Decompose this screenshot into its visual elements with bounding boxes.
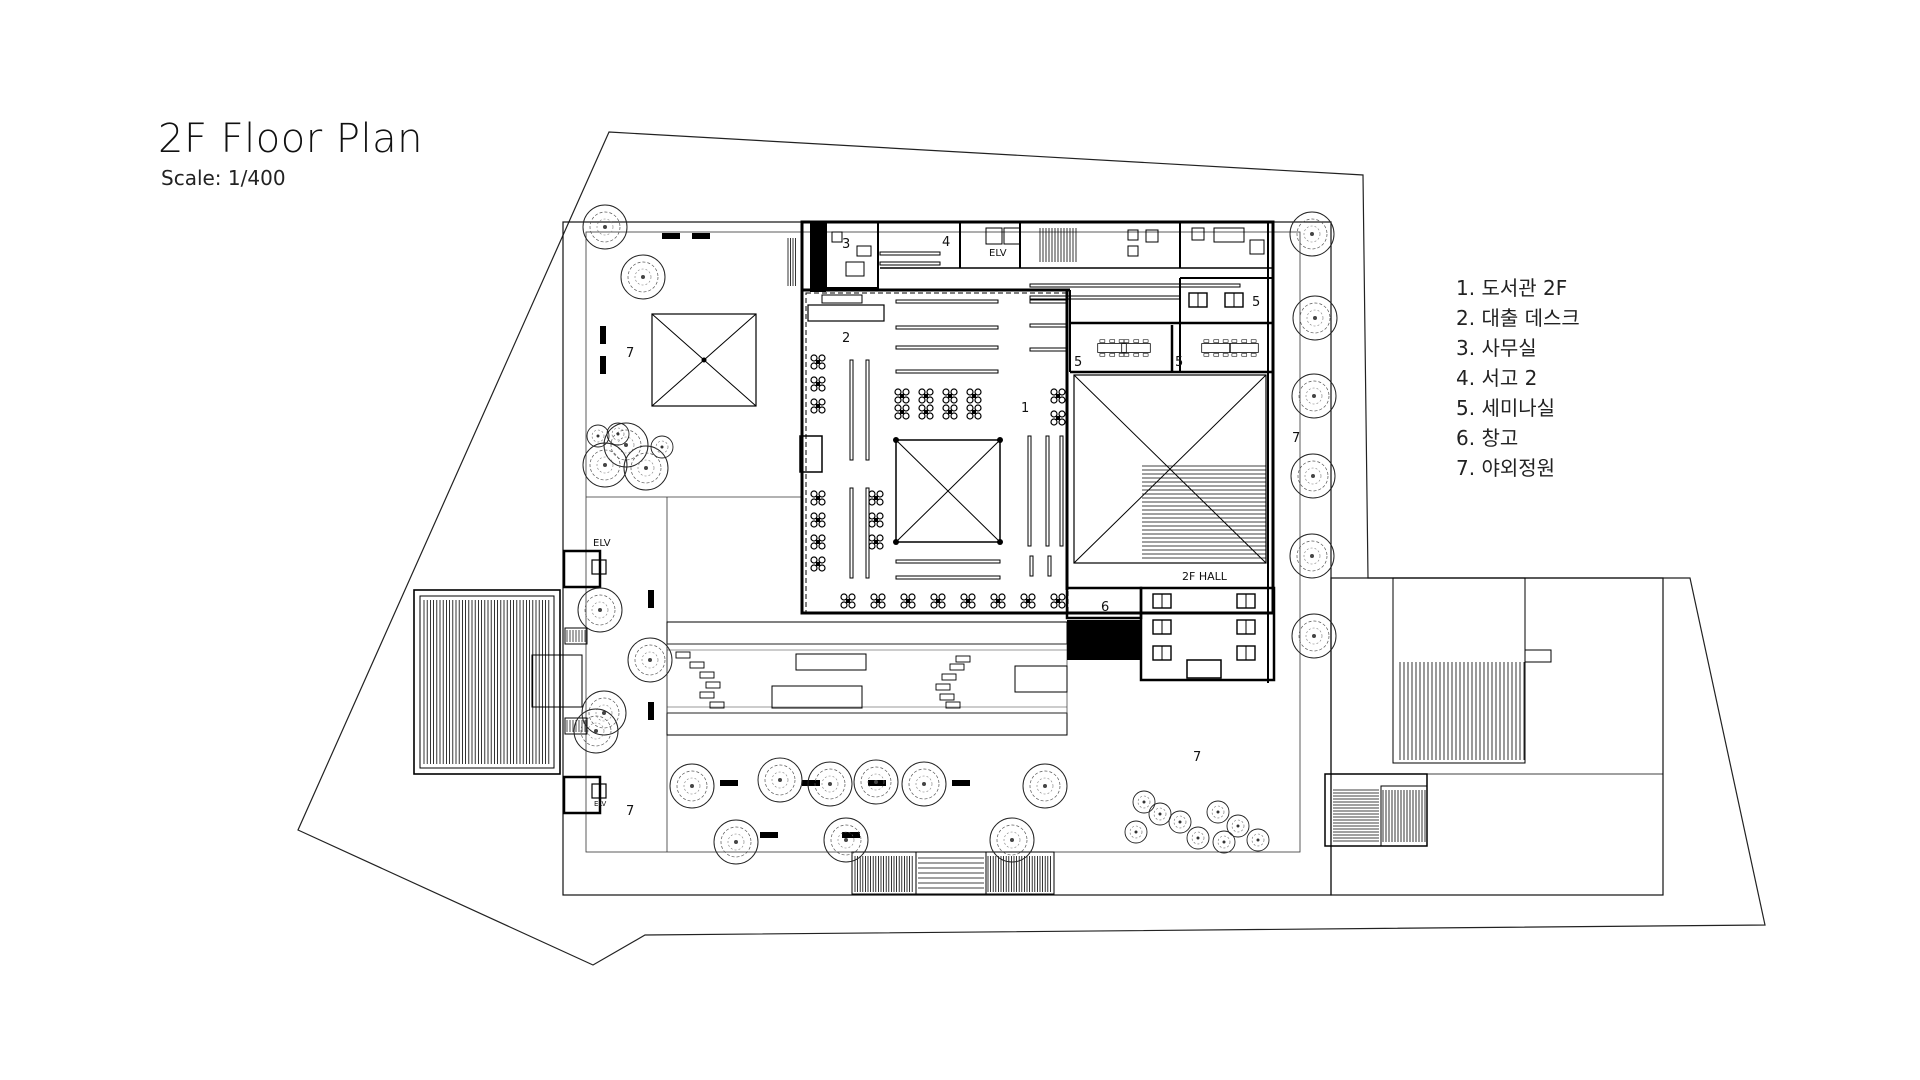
legend-item-library: 1. 도서관 2F: [1456, 276, 1568, 300]
label-seminar-c: 5: [1175, 355, 1183, 370]
label-seminar-a: 5: [1252, 295, 1260, 310]
label-garden-e: 7: [1292, 431, 1300, 446]
elevator-west-top: [562, 549, 607, 589]
garden-void: [651, 313, 757, 407]
label-desk: 2: [842, 331, 850, 346]
legend-item-storage: 6. 창고: [1456, 426, 1519, 450]
plan-title: 2F Floor Plan: [158, 116, 423, 162]
label-garden-s: 7: [1193, 750, 1201, 765]
legend-item-office: 3. 사무실: [1456, 336, 1537, 360]
label-garden-nw: 7: [626, 346, 634, 361]
label-library: 1: [1021, 401, 1029, 416]
library-building: [787, 220, 1276, 683]
west-stair: [413, 589, 583, 775]
legend-item-stack: 4. 서고 2: [1456, 366, 1538, 390]
plan-scale: Scale: 1/400: [161, 166, 286, 190]
label-elv-left-bottom: ELV: [594, 800, 607, 808]
label-stack: 4: [942, 235, 950, 250]
label-hall: 2F HALL: [1182, 570, 1228, 583]
legend-item-garden: 7. 야외정원: [1456, 456, 1556, 480]
room-legend: 1. 도서관 2F 2. 대출 데스크 3. 사무실 4. 서고 2 5. 세미…: [1456, 273, 1580, 483]
legend-item-desk: 2. 대출 데스크: [1456, 306, 1580, 330]
legend-item-seminar: 5. 세미나실: [1456, 396, 1556, 420]
label-office: 3: [842, 237, 850, 252]
label-seminar-b: 5: [1074, 355, 1082, 370]
label-garden-sw: 7: [626, 804, 634, 819]
label-elv-top: ELV: [989, 248, 1007, 259]
label-elv-left-top: ELV: [593, 538, 611, 549]
east-stairs: [1324, 577, 1663, 847]
south-stairs: [851, 851, 1055, 895]
site-boundary: [297, 131, 1766, 966]
label-storage: 6: [1101, 600, 1109, 615]
elevator-west-bottom: [562, 775, 607, 815]
central-void: [666, 621, 1068, 736]
east-annex: [1330, 577, 1664, 896]
